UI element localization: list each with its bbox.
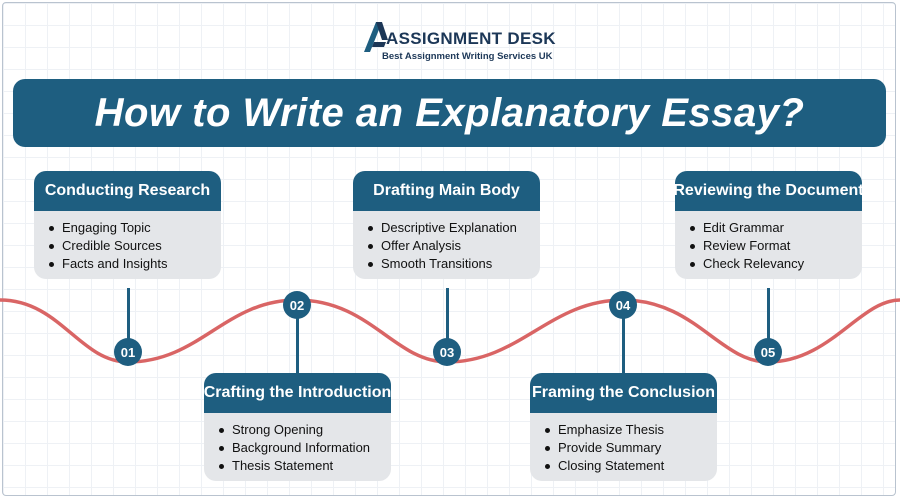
step-badge-4: 04 xyxy=(609,291,637,319)
step-card-1: Conducting Research Engaging Topic Credi… xyxy=(34,171,221,279)
step-title: Drafting Main Body xyxy=(353,171,540,211)
step-badge-1: 01 xyxy=(114,338,142,366)
list-item: Background Information xyxy=(219,439,391,457)
step-connector xyxy=(767,288,770,340)
step-title: Crafting the Introduction xyxy=(204,373,391,413)
brand-tagline: Best Assignment Writing Services UK xyxy=(382,51,553,62)
step-card-4: Framing the Conclusion Emphasize Thesis … xyxy=(530,373,717,481)
step-connector xyxy=(446,288,449,340)
step-title: Framing the Conclusion xyxy=(530,373,717,413)
list-item: Offer Analysis xyxy=(368,237,540,255)
step-badge-3: 03 xyxy=(433,338,461,366)
list-item: Engaging Topic xyxy=(49,219,221,237)
step-list: Emphasize Thesis Provide Summary Closing… xyxy=(530,413,717,481)
list-item: Thesis Statement xyxy=(219,457,391,475)
list-item: Check Relevancy xyxy=(690,255,862,273)
step-list: Edit Grammar Review Format Check Relevan… xyxy=(675,211,862,279)
step-connector xyxy=(296,318,299,374)
step-card-2: Crafting the Introduction Strong Opening… xyxy=(204,373,391,481)
step-list: Engaging Topic Credible Sources Facts an… xyxy=(34,211,221,279)
page-title: How to Write an Explanatory Essay? xyxy=(94,90,805,135)
title-banner: How to Write an Explanatory Essay? xyxy=(13,79,886,147)
step-connector xyxy=(622,318,625,374)
step-card-3: Drafting Main Body Descriptive Explanati… xyxy=(353,171,540,279)
step-list: Strong Opening Background Information Th… xyxy=(204,413,391,481)
list-item: Provide Summary xyxy=(545,439,717,457)
logo: ASSIGNMENT DESK Best Assignment Writing … xyxy=(362,20,555,64)
step-badge-2: 02 xyxy=(283,291,311,319)
list-item: Credible Sources xyxy=(49,237,221,255)
list-item: Edit Grammar xyxy=(690,219,862,237)
step-card-5: Reviewing the Document Edit Grammar Revi… xyxy=(673,171,864,279)
list-item: Review Format xyxy=(690,237,862,255)
list-item: Smooth Transitions xyxy=(368,255,540,273)
list-item: Facts and Insights xyxy=(49,255,221,273)
step-title: Reviewing the Document xyxy=(673,171,864,211)
brand-name: ASSIGNMENT DESK xyxy=(386,29,556,48)
list-item: Descriptive Explanation xyxy=(368,219,540,237)
logo-a-icon xyxy=(364,22,388,52)
list-item: Strong Opening xyxy=(219,421,391,439)
step-list: Descriptive Explanation Offer Analysis S… xyxy=(353,211,540,279)
list-item: Emphasize Thesis xyxy=(545,421,717,439)
step-badge-5: 05 xyxy=(754,338,782,366)
list-item: Closing Statement xyxy=(545,457,717,475)
step-connector xyxy=(127,288,130,340)
step-title: Conducting Research xyxy=(34,171,221,211)
